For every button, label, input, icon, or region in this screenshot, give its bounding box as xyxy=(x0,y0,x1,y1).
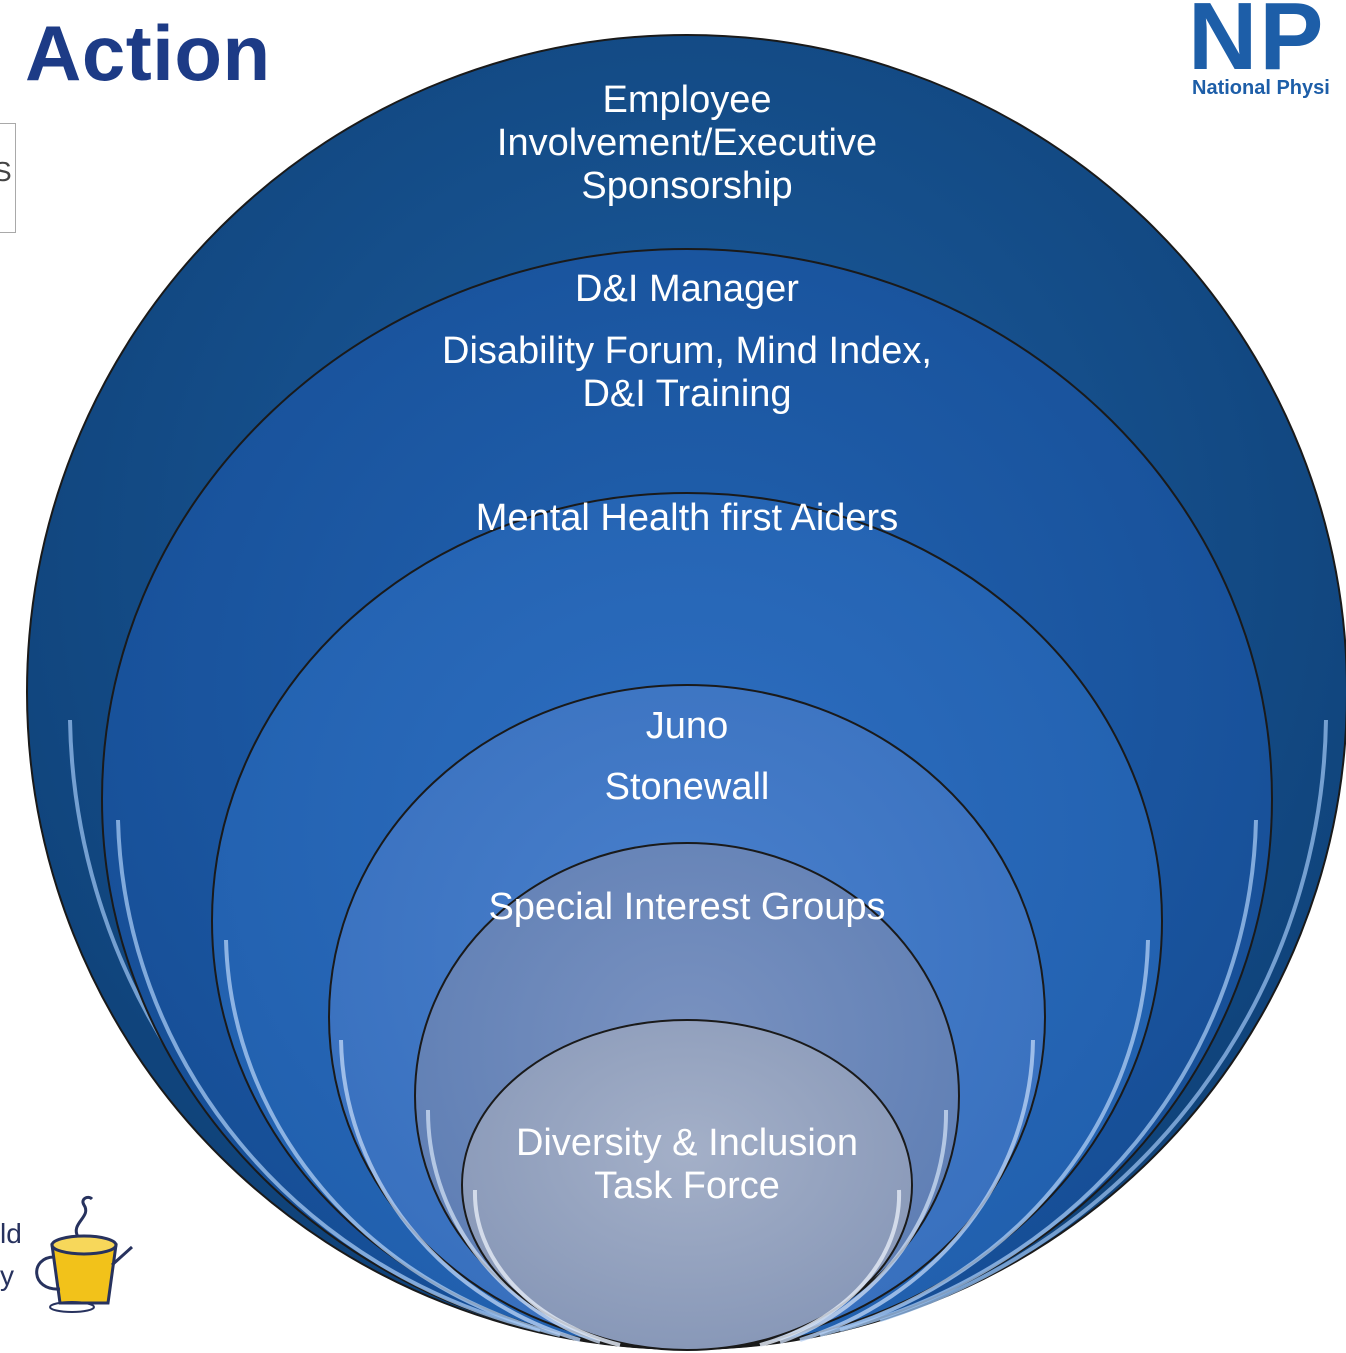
mug-logo-text-line-1: ld xyxy=(0,1218,22,1249)
tea-mug-logo: ld y xyxy=(0,1195,134,1313)
ring-5-label: Special Interest Groups xyxy=(488,886,886,928)
side-text-box-label: S xyxy=(0,156,12,188)
ring-4-title: Juno xyxy=(645,705,729,747)
ring-1-label: Employee Involvement/Executive Sponsorsh… xyxy=(496,79,878,207)
ring-2-label: Disability Forum, Mind Index, D&I Traini… xyxy=(442,330,932,415)
ring-2-title: D&I Manager xyxy=(575,268,799,310)
side-text-box: S xyxy=(0,123,16,233)
ring-6-label: Diversity & Inclusion Task Force xyxy=(515,1122,859,1207)
mug-logo-text-line-2: y xyxy=(0,1260,14,1291)
npl-logo-subtitle: National Physi xyxy=(1192,77,1330,99)
page-title: Action xyxy=(25,9,271,97)
ring-6 xyxy=(461,1019,913,1351)
ring-3-label: Mental Health first Aiders xyxy=(475,497,899,539)
ring-4-label: Stonewall xyxy=(604,766,770,808)
npl-logo: NP xyxy=(1188,0,1326,90)
